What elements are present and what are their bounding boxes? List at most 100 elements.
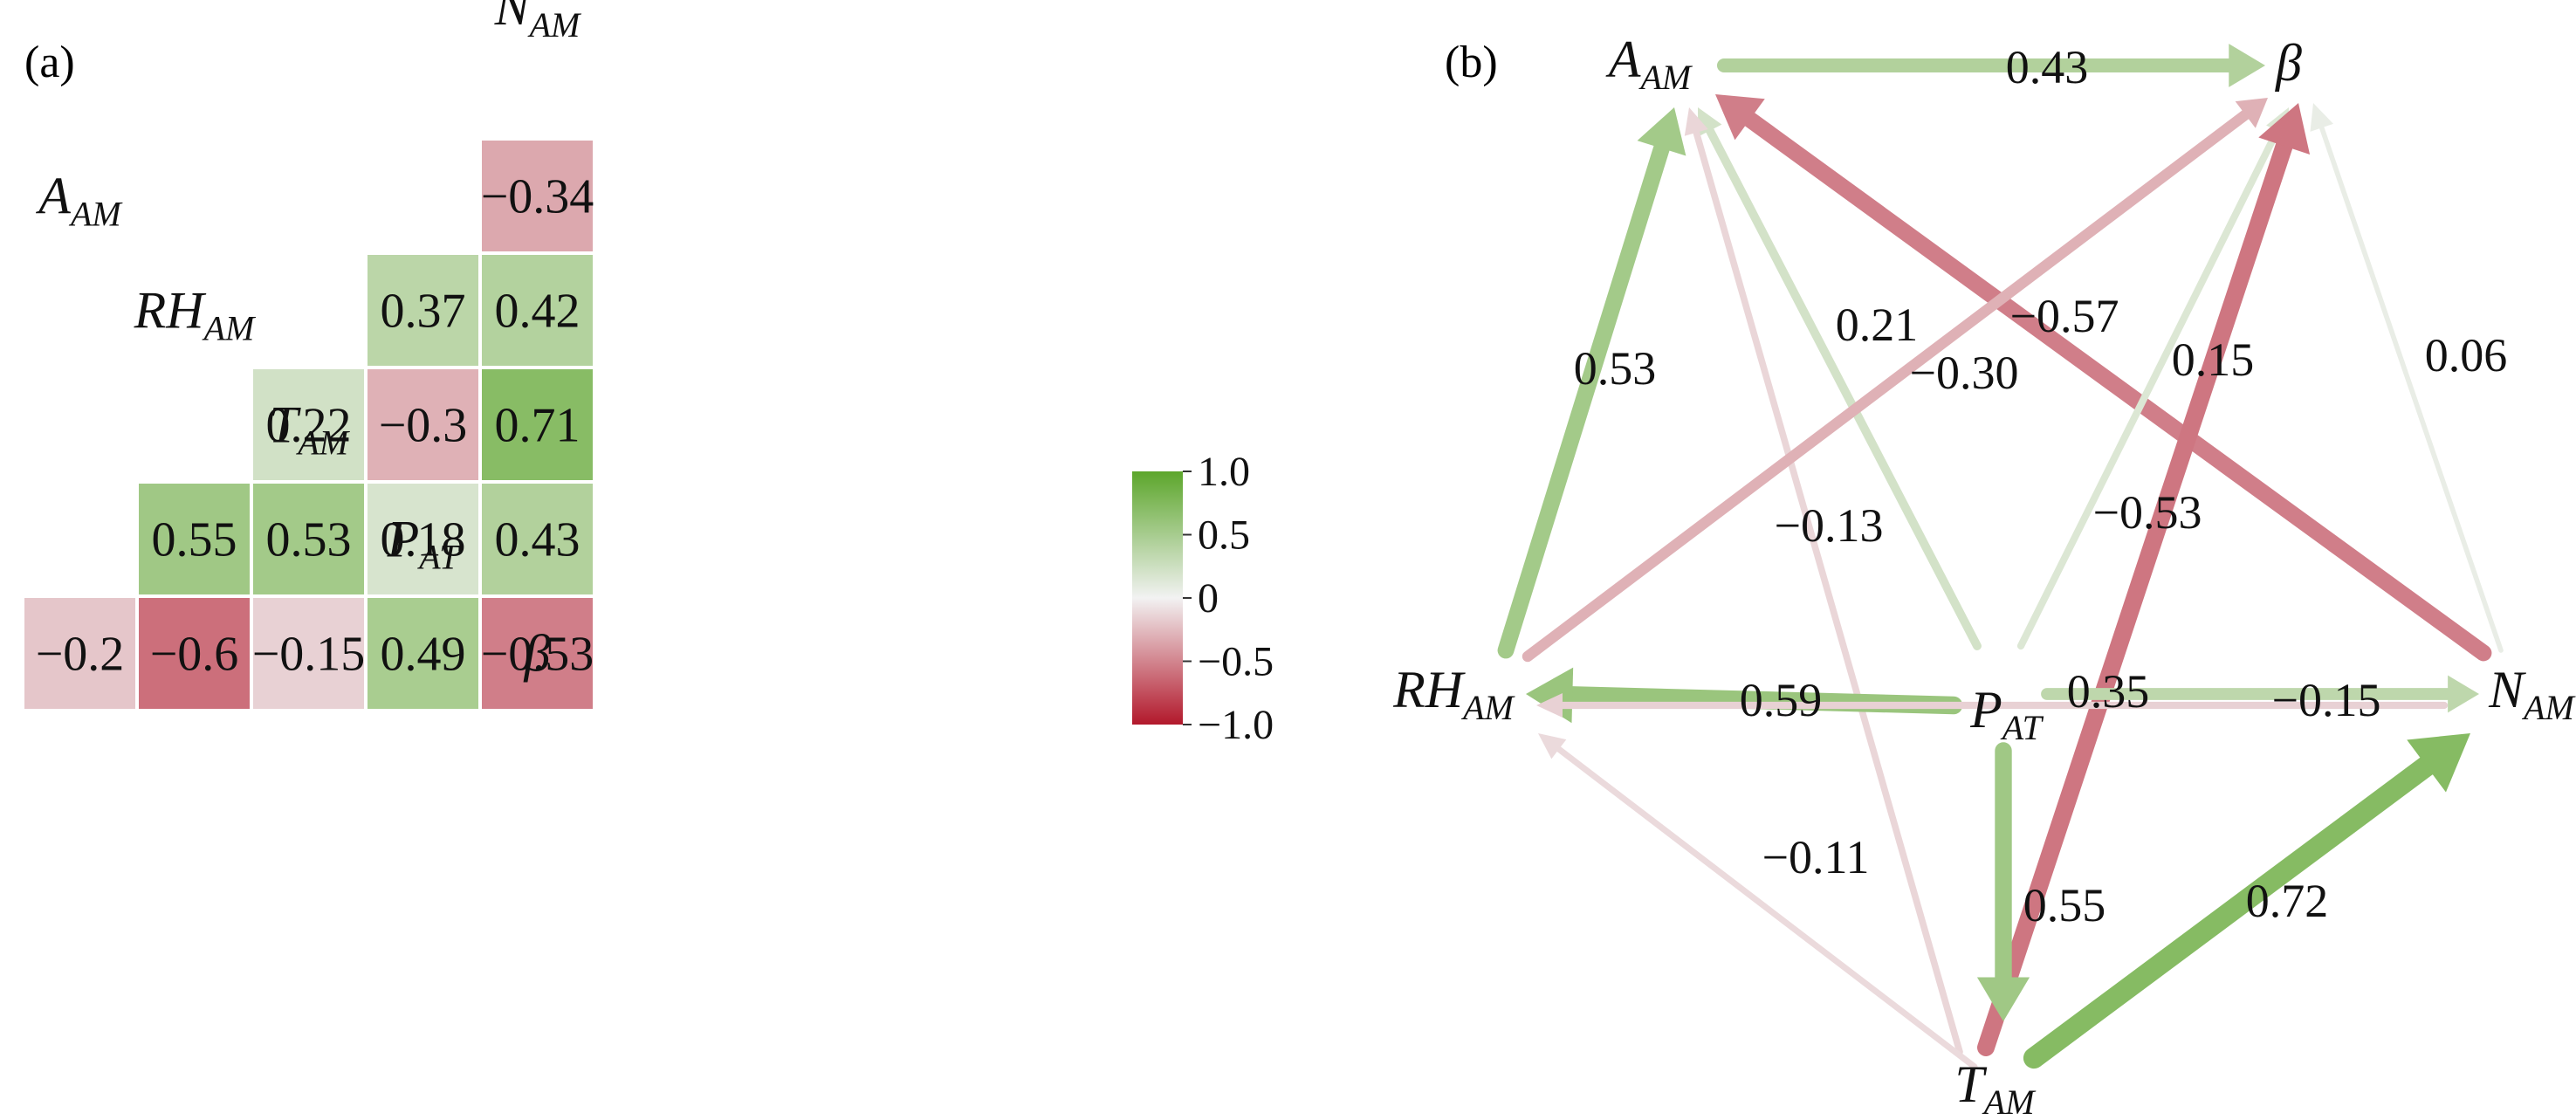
path-coefficient-label: 0.72 bbox=[2246, 875, 2329, 927]
cell-value-label: 0.18 bbox=[381, 513, 466, 567]
arrow-head bbox=[1715, 94, 1765, 141]
heatmap-cell bbox=[253, 598, 364, 709]
heatmap-cell bbox=[253, 484, 364, 594]
heatmap-cell bbox=[368, 484, 478, 594]
arrow-head bbox=[2258, 103, 2311, 155]
arrow-head bbox=[1684, 107, 1708, 136]
arrow-head bbox=[1976, 977, 2030, 1021]
heatmap-cell bbox=[368, 369, 478, 480]
cell-value-label: −0.6 bbox=[150, 628, 239, 682]
cell-value-label: 0.37 bbox=[381, 285, 466, 339]
path-coefficient-label: 0.55 bbox=[2023, 879, 2106, 931]
node-label: NAM bbox=[2488, 661, 2576, 727]
cell-value-label: 0.71 bbox=[495, 399, 580, 453]
colorbar: 1.0 0.5 0 −0.5 −1.0 bbox=[1132, 449, 1274, 748]
path-coefficient-label: −0.30 bbox=[1910, 347, 2019, 399]
heatmap-cell bbox=[482, 255, 593, 366]
variable-label: PAT bbox=[387, 511, 462, 577]
path-arrow bbox=[1522, 98, 2268, 663]
arrow-head bbox=[1538, 733, 1567, 759]
heatmap-cell bbox=[482, 598, 593, 709]
variable-label: β bbox=[524, 625, 551, 683]
cell-value-label: 0.49 bbox=[381, 628, 466, 682]
arrow-shaft bbox=[1693, 129, 1963, 1055]
variable-label: AAM bbox=[35, 168, 123, 234]
path-arrow bbox=[1716, 44, 2265, 87]
arrow-head bbox=[1536, 693, 1563, 718]
panel-label-b: (b) bbox=[1445, 38, 1498, 87]
arrow-head bbox=[2229, 44, 2265, 87]
path-arrow bbox=[1977, 103, 2311, 1056]
variable-label: TAM bbox=[269, 396, 351, 463]
path-coefficient-label: −0.15 bbox=[2272, 674, 2381, 726]
path-arrow bbox=[2041, 675, 2479, 713]
arrow-head bbox=[2310, 103, 2333, 132]
path-coefficient-label: −0.11 bbox=[1762, 831, 1870, 883]
cell-value-label: 0.42 bbox=[495, 285, 580, 339]
path-diagram: 0.43 0.53 0.21 −0.13 −0.53 −0.30 0.15 −0.57 0.06… bbox=[1392, 31, 2576, 1120]
arrow-head bbox=[2235, 98, 2268, 128]
path-coefficient-label: 0.53 bbox=[1574, 342, 1657, 395]
cell-value-label: 0.43 bbox=[495, 513, 580, 567]
arrow-shaft bbox=[1556, 746, 1978, 1070]
path-arrow bbox=[2310, 103, 2504, 653]
heatmap-cell bbox=[253, 369, 364, 480]
cell-value-label: −0.15 bbox=[252, 628, 366, 682]
heatmap-cell bbox=[24, 598, 135, 709]
heatmap-cell bbox=[139, 598, 250, 709]
path-coefficient-label: −0.57 bbox=[2010, 290, 2119, 342]
path-arrow bbox=[1536, 693, 2449, 718]
heatmap-cell bbox=[139, 484, 250, 594]
path-coefficient-label: 0.06 bbox=[2425, 329, 2508, 381]
cell-value-label: −0.53 bbox=[481, 628, 594, 682]
cell-value-label: 0.55 bbox=[152, 513, 237, 567]
colorbar-tick-label: 0.5 bbox=[1198, 512, 1250, 559]
arrow-shaft bbox=[1741, 111, 2492, 662]
arrow-head bbox=[1526, 667, 1574, 724]
path-coefficient-label: 0.59 bbox=[1740, 674, 1823, 726]
arrow-shaft bbox=[1497, 140, 1670, 659]
arrow-head bbox=[2448, 675, 2479, 713]
node-label: AAM bbox=[1605, 31, 1693, 97]
variable-label: RHAM bbox=[134, 282, 257, 348]
path-coefficient-label: 0.21 bbox=[1836, 299, 1919, 351]
node-label: TAM bbox=[1954, 1055, 2037, 1116]
path-arrow bbox=[2023, 733, 2470, 1069]
heatmap-cell bbox=[482, 141, 593, 251]
arrow-shaft bbox=[2318, 125, 2504, 653]
path-arrow bbox=[1497, 107, 1686, 659]
panel-label-a: (a) bbox=[24, 38, 75, 87]
colorbar-tick-label: 0 bbox=[1198, 575, 1219, 622]
arrow-shaft bbox=[1705, 126, 1982, 650]
arrow-shaft bbox=[2016, 127, 2281, 650]
cell-value-label: 0.22 bbox=[266, 399, 352, 453]
heatmap-cell bbox=[482, 369, 593, 480]
cell-value-label: 0.53 bbox=[266, 513, 352, 567]
path-coefficient-label: −0.53 bbox=[2093, 486, 2202, 539]
path-arrow bbox=[1715, 94, 2492, 662]
arrow-head bbox=[2407, 733, 2470, 793]
arrow-shaft bbox=[1522, 109, 2251, 663]
cell-value-label: −0.2 bbox=[36, 628, 125, 682]
arrow-shaft bbox=[1977, 137, 2293, 1056]
node-label: β bbox=[2275, 34, 2302, 92]
path-arrow bbox=[1976, 742, 2030, 1021]
heatmap-cell bbox=[368, 598, 478, 709]
path-coefficient-label: −0.13 bbox=[1775, 499, 1884, 552]
path-coefficient-label: 0.43 bbox=[2006, 41, 2089, 93]
node-label: PAT bbox=[1969, 681, 2044, 747]
arrow-shaft bbox=[2023, 755, 2437, 1069]
path-arrow bbox=[1684, 107, 1963, 1055]
colorbar-tick-label: −0.5 bbox=[1198, 639, 1274, 685]
variable-label: NAM bbox=[494, 0, 582, 45]
heatmap-cell bbox=[368, 255, 478, 366]
correlation-heatmap: −0.2 −0.6−0.15 0.49 −0.53 0.55 0.53 0.18 0.43 0.… bbox=[24, 0, 594, 709]
arrow-head bbox=[1637, 107, 1686, 156]
path-coefficient-label: 0.15 bbox=[2172, 333, 2255, 386]
path-coefficient-label: 0.35 bbox=[2067, 665, 2150, 718]
colorbar-tick-label: 1.0 bbox=[1198, 449, 1250, 495]
cell-value-label: −0.34 bbox=[481, 170, 594, 224]
colorbar-tick-label: −1.0 bbox=[1198, 702, 1274, 748]
colorbar-gradient bbox=[1132, 471, 1183, 725]
